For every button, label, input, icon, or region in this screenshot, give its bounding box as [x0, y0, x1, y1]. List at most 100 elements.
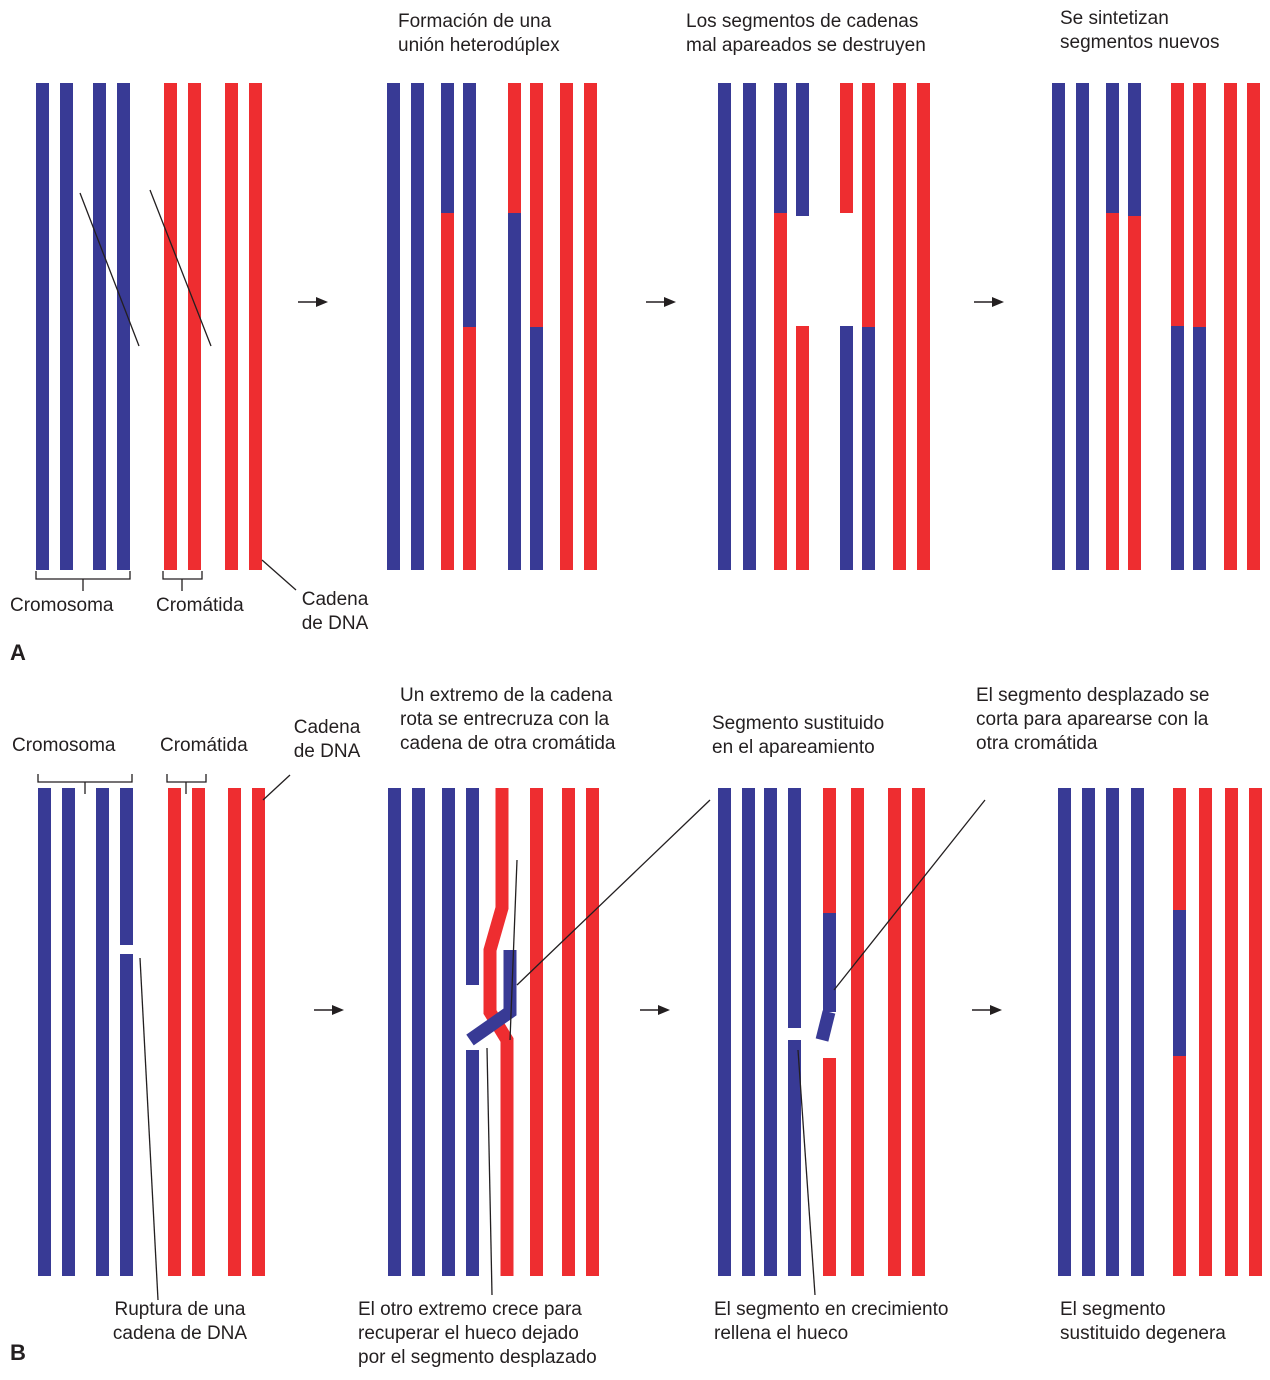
red-strand-segment: [530, 83, 543, 327]
leader-line: [516, 799, 711, 986]
blue-strand-segment: [862, 327, 875, 570]
blue-strand-segment: [36, 83, 49, 570]
blue-strand-segment: [120, 788, 133, 945]
red-strand-segment: [823, 1058, 836, 1276]
label-growing-fills-gap: El segmento en crecimiento rellena el hu…: [714, 1299, 949, 1344]
label-cadena-b: Cadena de DNA: [293, 717, 361, 762]
panel-letter-a: A: [10, 640, 26, 665]
red-strand-segment: [823, 788, 836, 913]
leader-line: [79, 192, 140, 347]
blue-strand-segment: [441, 83, 454, 213]
red-strand-segment: [1193, 83, 1206, 327]
red-strand-segment: [192, 788, 205, 1276]
red-strand-segment: [1171, 83, 1184, 326]
leader-line: [149, 189, 212, 347]
blue-strand-segment: [411, 83, 424, 570]
red-strand-segment: [851, 788, 864, 1276]
leader-line: [797, 1049, 816, 1296]
red-strand-segment: [560, 83, 573, 570]
red-strand-segment: [893, 83, 906, 570]
label-dna-break: Ruptura de una cadena de DNA: [112, 1299, 248, 1344]
blue-strand-segment: [1106, 83, 1119, 213]
dna-strands: [36, 83, 1262, 1276]
bracket: [37, 774, 133, 794]
blue-strand-segment: [412, 788, 425, 1276]
blue-strand-segment: [1052, 83, 1065, 570]
blue-strand-segment: [93, 83, 106, 570]
leader-line: [509, 859, 518, 1041]
blue-crossing-strand: [466, 950, 517, 1046]
blue-strand-segment: [387, 83, 400, 570]
red-strand-segment: [1199, 788, 1212, 1276]
red-strand-segment: [1173, 788, 1186, 910]
red-strand-segment: [912, 788, 925, 1276]
leader-line: [262, 774, 291, 801]
blue-strand-segment: [743, 83, 756, 570]
red-strand-segment: [441, 213, 454, 570]
label-cromosoma-b: Cromosoma: [12, 735, 116, 756]
arrow-icon: [316, 297, 328, 307]
bracket: [162, 571, 203, 591]
red-strand-segment: [1249, 788, 1262, 1276]
red-strand-segment: [862, 83, 875, 327]
label-segment-degenerates: El segmento sustituido degenera: [1060, 1299, 1226, 1344]
blue-strand-segment: [788, 1040, 801, 1276]
red-strand-segment: [840, 83, 853, 213]
blue-strand-segment: [764, 788, 777, 1276]
blue-strand-segment: [840, 326, 853, 570]
blue-strand-segment: [788, 788, 801, 1028]
blue-strand-segment: [38, 788, 51, 1276]
blue-strand-segment: [463, 83, 476, 327]
blue-strand-segment: [1082, 788, 1095, 1276]
label-new-segments-synthesized: Se sintetizan segmentos nuevos: [1060, 8, 1220, 53]
label-cadena-a: Cadena de DNA: [301, 589, 369, 634]
arrow-icon: [664, 297, 676, 307]
blue-strand-segment: [1076, 83, 1089, 570]
red-strand-segment: [888, 788, 901, 1276]
red-strand-segment: [228, 788, 241, 1276]
label-cromatida-b: Cromátida: [160, 735, 248, 756]
red-strand-segment: [774, 213, 787, 570]
red-strand-segment: [1247, 83, 1260, 570]
blue-strand-segment: [60, 83, 73, 570]
blue-strand-segment: [796, 83, 809, 216]
blue-strand-segment: [823, 913, 836, 1012]
bracket: [166, 774, 207, 794]
red-crossing-strand: [483, 788, 514, 1276]
red-strand-segment: [586, 788, 599, 1276]
red-strand-segment: [1106, 213, 1119, 570]
blue-strand-segment: [718, 83, 731, 570]
arrow-icon: [990, 1005, 1002, 1015]
blue-strand-segment: [1171, 326, 1184, 570]
arrow-icon: [332, 1005, 344, 1015]
label-cromosoma-a: Cromosoma: [10, 595, 114, 616]
red-strand-segment: [917, 83, 930, 570]
label-displaced-segment-cut: El segmento desplazado se corta para apa…: [976, 685, 1210, 754]
blue-strand-segment: [1131, 788, 1144, 1276]
blue-strand-segment: [1173, 910, 1186, 1056]
panel-letter-b: B: [10, 1340, 26, 1365]
label-mismatched-destroyed: Los segmentos de cadenas mal apareados s…: [686, 11, 926, 56]
label-substituted-segment: Segmento sustituido en el apareamiento: [712, 713, 885, 758]
leader-lines: [35, 189, 986, 1301]
label-broken-end-crosses: Un extremo de la cadena rota se entrecru…: [400, 685, 616, 754]
blue-strand-segment: [466, 1050, 479, 1276]
red-strand-segment: [562, 788, 575, 1276]
blue-strand-segment: [466, 788, 479, 985]
blue-strand-segment: [1058, 788, 1071, 1276]
red-strand-segment: [508, 83, 521, 213]
red-strand-segment: [530, 788, 543, 1276]
blue-strand-segment: [442, 788, 455, 1276]
leader-line: [261, 559, 297, 591]
blue-strand-segment: [96, 788, 109, 1276]
red-strand-segment: [463, 327, 476, 570]
blue-crossing-strand: [815, 1010, 836, 1042]
label-heteroduplex-formation: Formación de una unión heterodúplex: [398, 11, 560, 56]
blue-strand-segment: [508, 213, 521, 570]
red-strand-segment: [252, 788, 265, 1276]
strand-break-gap: [116, 945, 137, 954]
arrows: [298, 297, 1004, 1015]
blue-strand-segment: [1106, 788, 1119, 1276]
blue-strand-segment: [530, 327, 543, 570]
